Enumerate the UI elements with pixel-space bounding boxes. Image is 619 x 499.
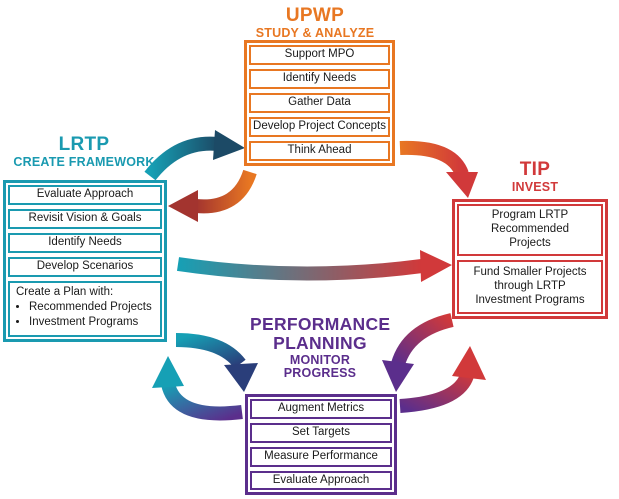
tip-subtitle: INVEST [511,179,559,194]
lrtp-item-create-plan: Create a Plan with: Recommended Projects… [8,281,162,337]
arrow-lrtp-to-tip [176,250,452,282]
arrow-lrtp-to-upwp [144,130,245,181]
performance-title-line2: PLANNING [273,333,367,354]
arrow-performance-to-tip [399,346,486,413]
arrow-lrtp-to-performance [175,333,258,392]
performance-heading: PERFORMANCE PLANNING MONITOR PROGRESS [250,314,391,381]
arrow-performance-to-lrtp [152,356,243,421]
upwp-heading: UPWP STUDY & ANALYZE [230,5,400,41]
tip-item-program-lrtp-projects: Program LRTP Recommended Projects [457,204,603,256]
lrtp-panel: Evaluate Approach Revisit Vision & Goals… [3,180,167,342]
lrtp-heading: LRTP CREATE FRAMEWORK [4,134,164,170]
performance-title-line1: PERFORMANCE [250,314,391,334]
lrtp-plan-bullet-list: Recommended Projects Investment Programs [16,301,154,330]
lrtp-plan-bullet-investment-programs: Investment Programs [29,316,154,330]
performance-item-augment-metrics: Augment Metrics [250,399,392,419]
tip-title: TIP [519,159,551,180]
lrtp-title: LRTP [58,134,110,155]
lrtp-plan-bullet-recommended-projects: Recommended Projects [29,301,154,315]
lrtp-item-revisit-vision-goals: Revisit Vision & Goals [8,209,162,229]
upwp-item-identify-needs: Identify Needs [249,69,390,89]
upwp-panel: Support MPO Identify Needs Gather Data D… [244,40,395,166]
upwp-item-support-mpo: Support MPO [249,45,390,65]
upwp-item-gather-data: Gather Data [249,93,390,113]
lrtp-plan-heading: Create a Plan with: [16,286,114,298]
arrow-upwp-to-lrtp [168,169,257,222]
lrtp-item-develop-scenarios: Develop Scenarios [8,257,162,277]
upwp-title: UPWP [285,5,345,26]
lrtp-item-evaluate-approach: Evaluate Approach [8,185,162,205]
performance-item-set-targets: Set Targets [250,423,392,443]
tip-panel: Program LRTP Recommended Projects Fund S… [452,199,608,319]
tip-item-fund-smaller-projects: Fund Smaller Projects through LRTP Inves… [457,260,603,314]
lrtp-subtitle: CREATE FRAMEWORK [13,154,155,169]
performance-subtitle-line1: MONITOR [289,352,351,367]
tip-heading: TIP INVEST [470,159,600,195]
upwp-item-think-ahead: Think Ahead [249,141,390,161]
arrow-tip-to-performance [382,313,454,392]
performance-item-evaluate-approach: Evaluate Approach [250,471,392,490]
lrtp-item-identify-needs: Identify Needs [8,233,162,253]
performance-panel: Augment Metrics Set Targets Measure Perf… [245,394,397,495]
upwp-subtitle: STUDY & ANALYZE [255,25,375,40]
performance-item-measure-performance: Measure Performance [250,447,392,467]
performance-subtitle-line2: PROGRESS [283,366,357,381]
upwp-item-develop-project-concepts: Develop Project Concepts [249,117,390,137]
arrow-upwp-to-tip [399,140,478,198]
